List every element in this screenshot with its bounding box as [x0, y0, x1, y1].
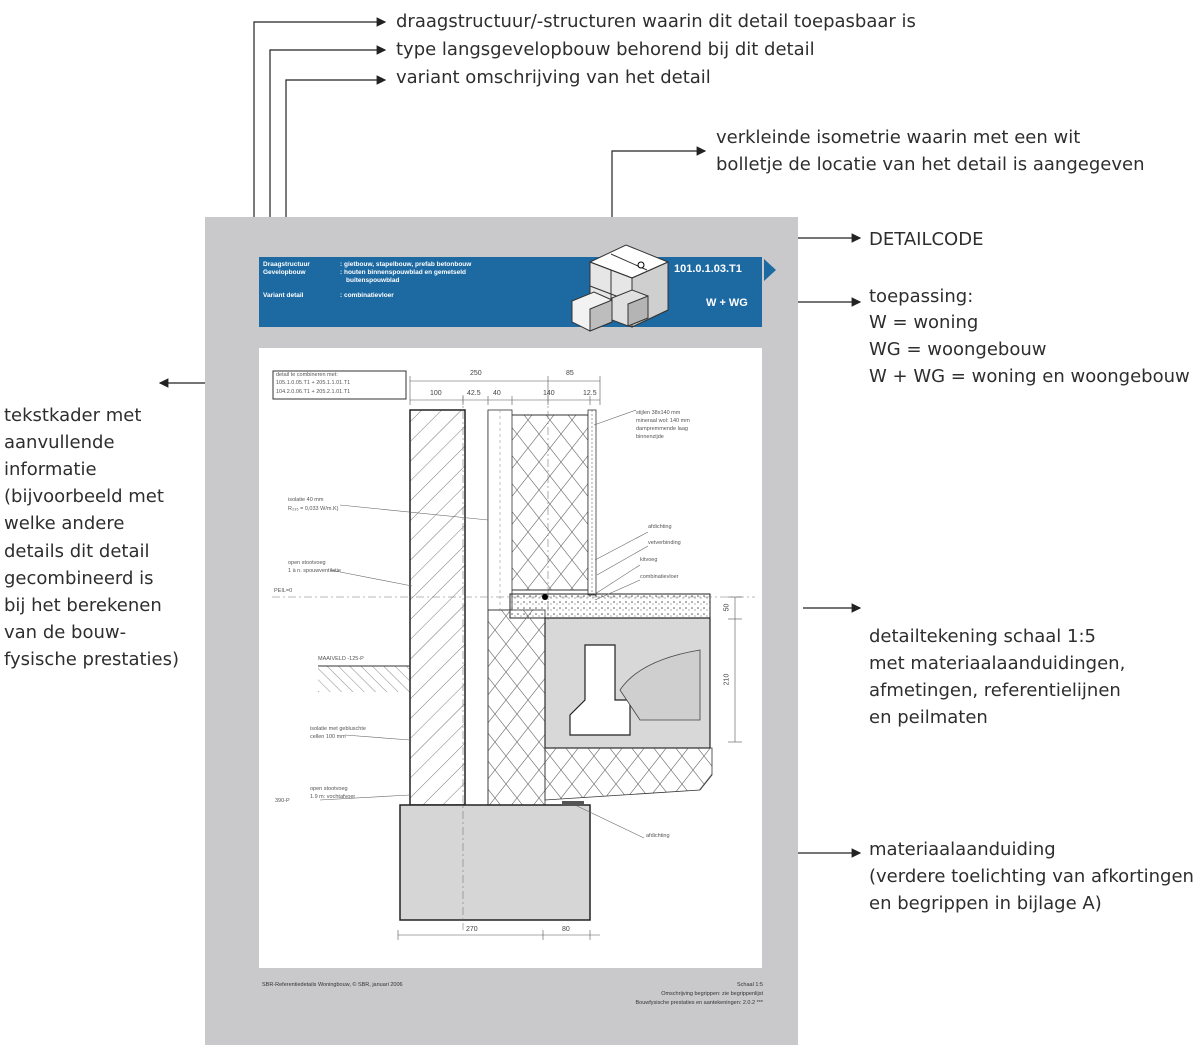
note-stijlen: stijlen 38x140 mm [636, 410, 681, 416]
annotation-tekstkader-line: aanvullende [4, 432, 115, 453]
annotation-toepassing-w: W = woning [869, 312, 979, 333]
annotation-draagstructuur: draagstructuur/-structuren waarin dit de… [396, 11, 916, 32]
note-isolatie: isolatie 40 mm [288, 497, 324, 503]
banner-value: : combinatievloer [340, 292, 394, 299]
annotation-type-gevel: type langsgevelopbouw behorend bij dit d… [396, 39, 815, 60]
annotation-toepassing-wg: WG = woongebouw [869, 339, 1047, 360]
dimension-label: 210 [723, 673, 731, 686]
annotation-toepassing-wwg: W + WG = woning en woongebouw [869, 366, 1190, 387]
combine-box-line: 104.2.0.06.T1 + 205.2.1.01.T1 [276, 389, 351, 395]
note-combinatievloer: combinatievloer [640, 574, 679, 580]
annotation-tekstkader-line: fysische prestaties) [4, 649, 180, 670]
annotation-tekstkader-line: (bijvoorbeeld met [4, 486, 164, 507]
footer-begrippen: Omschrijving begrippen: zie begrippenlij… [661, 991, 763, 997]
note-afdichting-2: afdichting [646, 833, 670, 839]
dimension-label: 100 [430, 390, 442, 397]
detail-code: 101.0.1.03.T1 [674, 263, 742, 275]
note-maaiveld: MAAIVELD -125-P [318, 656, 364, 662]
annotation-variant: variant omschrijving van het detail [396, 67, 711, 88]
annotation-detailtekening-line: detailtekening schaal 1:5 [869, 626, 1096, 647]
note-open-stootvoeg-2: 1.9 m: vochtafvoer [310, 794, 356, 800]
annotation-tekstkader-line: bij het berekenen [4, 595, 162, 616]
annotation-tekstkader-line: tekstkader met [4, 405, 142, 426]
dimension-label: 250 [470, 370, 482, 377]
dimension-label: 40 [493, 390, 501, 397]
annotation-tekstkader-line: van de bouw- [4, 622, 127, 643]
footer-left: SBR-Referentiedetails Woningbouw, © SBR,… [262, 982, 403, 988]
dimension-label: 80 [562, 926, 570, 933]
footer-prestaties: Bouwfysische prestaties en aantekeningen… [635, 1000, 764, 1006]
note-peil-390: 390-P [275, 798, 290, 804]
application-code: W + WG [706, 297, 748, 309]
note-open-stootvoeg: open stootvoeg [288, 560, 326, 566]
footer-scale: Schaal 1:5 [737, 982, 763, 988]
annotation-tekstkader-line: details dit detail [4, 541, 150, 562]
banner-label: Variant detail [263, 292, 304, 299]
note-isolatie: R₂₃₅ = 0,033 W/m.K) [288, 506, 339, 512]
dimension-label: 140 [543, 390, 555, 397]
note-stijlen: binnenzijde [636, 434, 664, 440]
banner-label: Gevelopbouw [263, 269, 306, 276]
annotation-isometrie-1: verkleinde isometrie waarin met een wit [716, 127, 1081, 148]
dimension-label: 270 [466, 926, 478, 933]
combine-box-line: detail te combineren met: [276, 372, 338, 378]
annotation-isometrie-2: bolletje de locatie van het detail is aa… [716, 154, 1145, 175]
annotation-tekstkader-line: gecombineerd is [4, 568, 154, 589]
note-vetverbinding: vetverbinding [648, 540, 681, 546]
annotation-detailcode: DETAILCODE [869, 229, 984, 250]
leader-type-gevel [269, 45, 387, 232]
leader-draagstructuur [253, 17, 387, 232]
note-stijlen: dampremmende laag [636, 426, 688, 432]
note-isolatie-gebluscht: isolatie met gebluschte [310, 726, 366, 732]
banner-label: Draagstructuur [263, 261, 310, 268]
leader-variant [285, 75, 387, 232]
dimension-label: 50 [723, 603, 731, 612]
banner-value: : gietbouw, stapelbouw, prefab betonbouw [340, 261, 472, 268]
note-peil: PEIL=0 [274, 588, 293, 594]
combine-box-line: 105.1.0.05.T1 + 205.1.1.01.T1 [276, 380, 351, 386]
note-isolatie-gebluscht: cellen 100 mm [310, 734, 346, 740]
dimension-label: 12.5 [583, 390, 597, 397]
note-afdichting: afdichting [648, 524, 672, 530]
annotation-detailtekening-line: en peilmaten [869, 707, 988, 728]
header-banner [259, 257, 762, 327]
banner-value: : houten binnenspouwblad en gemetseld [340, 269, 467, 276]
annotation-tekstkader-line: informatie [4, 459, 97, 480]
banner-arrow-icon [764, 259, 776, 281]
note-stijlen: mineraal wol: 140 mm [636, 418, 690, 424]
annotation-materiaal-line: (verdere toelichting van afkortingen [869, 866, 1194, 887]
annotation-tekstkader-line: welke andere [4, 513, 125, 534]
note-open-stootvoeg-2: open stootvoeg [310, 786, 348, 792]
annotation-detailtekening-line: met materiaalaanduidingen, [869, 653, 1126, 674]
annotation-detailtekening-line: afmetingen, referentielijnen [869, 680, 1121, 701]
dimension-label: 42.5 [467, 390, 481, 397]
annotation-materiaal-line: en begrippen in bijlage A) [869, 893, 1102, 914]
annotation-materiaal-line: materiaalaanduiding [869, 839, 1056, 860]
annotation-toepassing-title: toepassing: [869, 286, 974, 307]
banner-value: buitenspouwblad [346, 277, 400, 284]
dimension-label: 85 [566, 370, 574, 377]
leader-isometrie [611, 146, 707, 232]
note-open-stootvoeg: 1 à n. spouwventilatie [288, 568, 341, 574]
note-kitvoeg: kitvoeg [640, 557, 658, 563]
